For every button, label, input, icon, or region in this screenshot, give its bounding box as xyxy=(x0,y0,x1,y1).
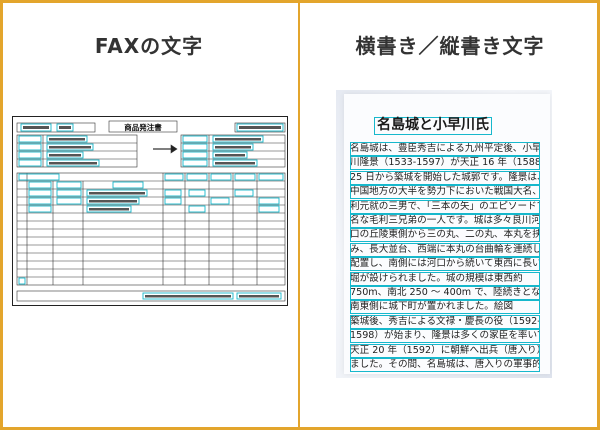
document-photo: 名島城と小早川氏 名島城は、豊臣秀吉による九州平定後、小早川隆景（1533-15… xyxy=(336,90,552,378)
document-page xyxy=(344,94,550,374)
fax-form-drawing: 商品発注書 xyxy=(16,120,286,302)
document-line: 利元就の三男で、「三本の矢」のエピソードで有 xyxy=(350,199,540,214)
document-line: 1598）が始まり、隆景は多くの家臣を率いて、 xyxy=(350,329,540,344)
document-line: 口の丘陵東側から三の丸、二の丸、本丸を挟 xyxy=(350,228,540,243)
panel-divider xyxy=(298,0,300,430)
document-line: 天正 20 年（1592）に朝鮮へ出兵（唐入り）し xyxy=(350,343,540,358)
document-line: 川隆景（1533-1597）が天正 16 年（1588）2月 xyxy=(350,156,540,171)
document-line: 名島城は、豊臣秀吉による九州平定後、小早 xyxy=(350,142,540,156)
document-line: ました。その間、名島城は、唐入りの軍事的拠 xyxy=(350,358,540,372)
document-title: 名島城と小早川氏 xyxy=(374,117,492,135)
document-line: 南東側に城下町が置かれました。絵図 xyxy=(350,300,540,315)
document-line: 配置し、南側には河口から続いて東西に長い水 xyxy=(350,257,540,272)
fax-document-image: 商品発注書 xyxy=(12,116,288,306)
fax-form-title: 商品発注書 xyxy=(124,122,162,132)
document-line: 25 日から築城を開始した城郭です。隆景は、 xyxy=(350,170,540,185)
document-panel-heading: 横書き／縦書き文字 xyxy=(355,34,545,58)
document-line: 築城後、秀吉による文禄・慶長の役（1592- xyxy=(350,314,540,329)
document-line: 750m、南北 250 〜 400m で、陸続きとなる xyxy=(350,286,540,300)
document-line: 中国地方の大半を勢力下においた戦国大名、毛 xyxy=(350,185,540,200)
fax-panel-heading: FAXの文字 xyxy=(94,34,204,58)
document-line: 堀が設けられました。城の規模は東西約 xyxy=(350,271,540,286)
document-line: 名な毛利三兄弟の一人です。城は多々良川河 xyxy=(350,214,540,228)
document-line: み、長大並台、西端に本丸の台曲輪を連続して xyxy=(350,242,540,257)
